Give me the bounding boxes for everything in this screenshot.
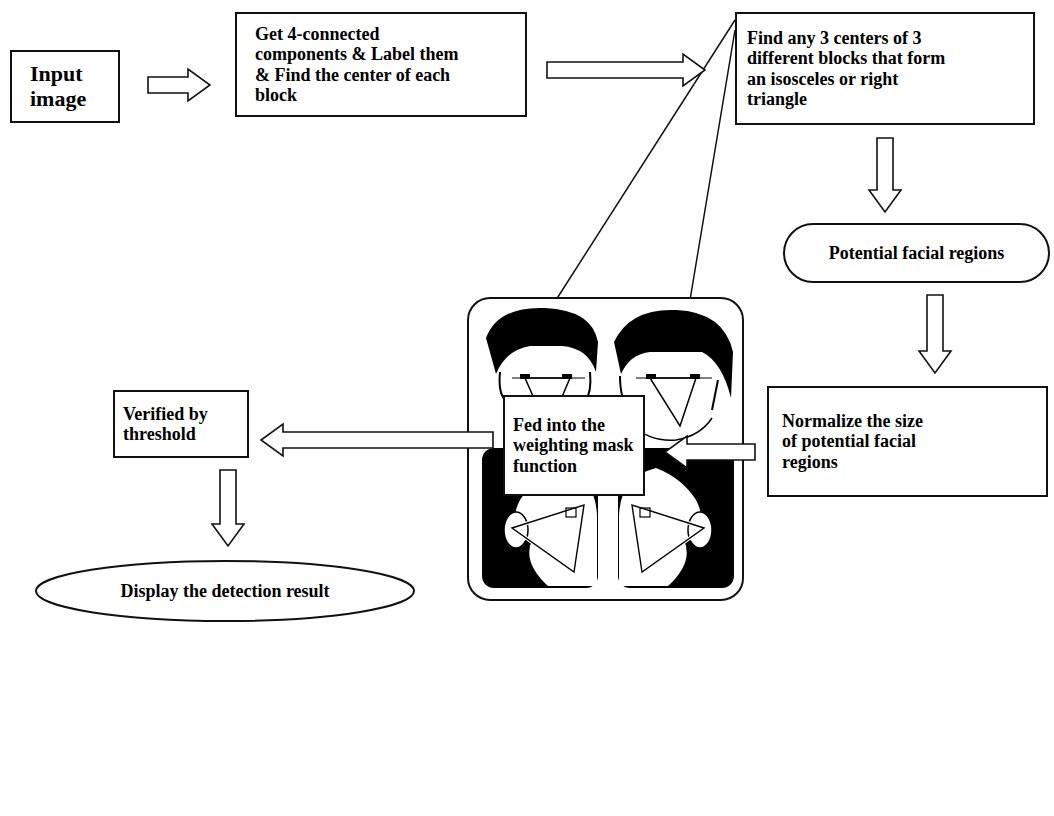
terminal-ellipse: Display the detection result — [35, 560, 415, 622]
block-arrow — [547, 54, 705, 86]
block-arrow — [869, 138, 901, 212]
node-text: Fed into the weighting mask function — [513, 415, 637, 475]
node-text: Normalize the size of potential facial r… — [782, 411, 942, 471]
node-text: Verified by threshold — [123, 404, 241, 444]
node-text: Display the detection result — [120, 581, 329, 601]
block-arrow — [919, 295, 951, 373]
block-arrow — [261, 424, 493, 456]
node-text: Get 4-connected components & Label them … — [255, 24, 463, 105]
node-text: Potential facial regions — [829, 243, 1005, 263]
node-text: Find any 3 centers of 3 different blocks… — [747, 28, 947, 109]
node-text: Input image — [30, 62, 110, 111]
process-box: Find any 3 centers of 3 different blocks… — [735, 12, 1035, 125]
pill-outline — [784, 224, 1049, 282]
block-arrow — [665, 436, 755, 468]
process-box: Normalize the size of potential facial r… — [767, 386, 1048, 497]
process-box: Fed into the weighting mask function — [503, 395, 645, 496]
block-arrow — [148, 69, 210, 101]
process-box: Verified by threshold — [113, 390, 249, 458]
process-box: Get 4-connected components & Label them … — [235, 12, 527, 117]
ellipse-outline — [36, 561, 414, 621]
rounded-box: Potential facial regions — [783, 223, 1050, 283]
block-arrow — [212, 470, 244, 546]
process-box: Input image — [10, 50, 120, 123]
